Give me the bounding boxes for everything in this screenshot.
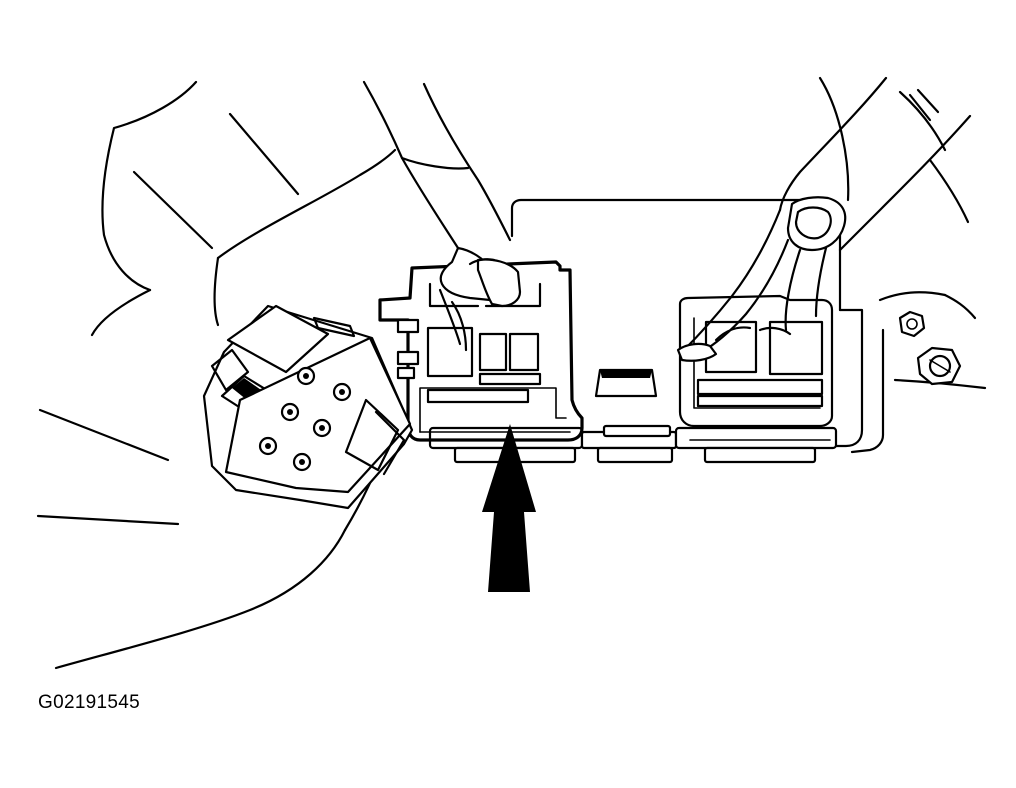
terminal-pins <box>258 366 352 472</box>
bolt-small <box>898 310 926 338</box>
connector-bracket <box>428 198 864 464</box>
hand-left <box>362 80 522 352</box>
bolt-large <box>916 346 962 386</box>
hand-right <box>676 76 972 362</box>
connector-plug <box>202 304 414 510</box>
figure-id-label: G02191545 <box>38 692 141 713</box>
connector-right-socket <box>678 294 834 428</box>
up-arrow-icon <box>482 424 536 592</box>
vehicle-trim-panel <box>36 76 987 670</box>
